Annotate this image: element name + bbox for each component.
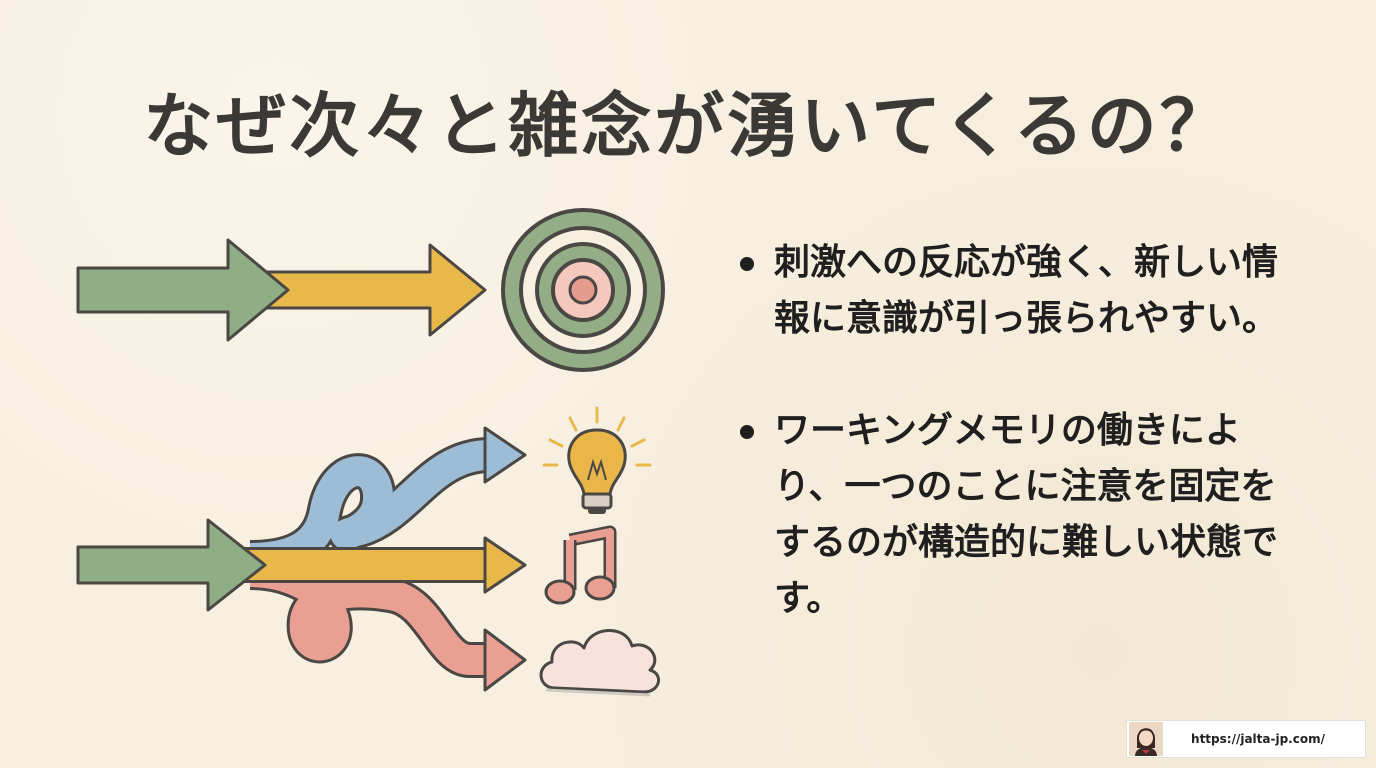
bullet-text: ワーキングメモリの働きにより、一つのことに注意を固定をするのが構造的に難しい状態… [774, 410, 1279, 619]
cloud-icon [539, 629, 660, 697]
footer-url-link[interactable]: https://jalta-jp.com/ [1191, 732, 1325, 746]
avatar-icon [1129, 722, 1164, 756]
target-icon [501, 208, 665, 372]
footer-badge[interactable]: https://jalta-jp.com/ [1126, 720, 1366, 758]
bullet-item: 刺激への反応が強く、新しい情報に意識が引っ張られやすい。 [740, 235, 1310, 347]
green-straight-arrow [76, 238, 290, 342]
blue-arrow-head [483, 426, 527, 484]
lightbulb-icon [542, 406, 652, 514]
illustration [60, 190, 680, 710]
music-note-icon [544, 525, 617, 605]
green-origin-arrow [76, 518, 267, 612]
yellow-arrow-head [483, 536, 527, 594]
distraction-illustration [76, 208, 665, 697]
bullet-text: 刺激への反応が強く、新しい情報に意識が引っ張られやすい。 [774, 242, 1279, 339]
pink-arrow-head [483, 628, 527, 692]
bullet-list: 刺激への反応が強く、新しい情報に意識が引っ張られやすい。 ワーキングメモリの働き… [740, 235, 1310, 683]
focus-arrows [76, 238, 487, 342]
wandering-arrows [76, 426, 527, 692]
bullet-item: ワーキングメモリの働きにより、一つのことに注意を固定をするのが構造的に難しい状態… [740, 403, 1310, 627]
bullet-dot [740, 425, 754, 439]
bullet-dot [740, 257, 754, 271]
page-title: なぜ次々と雑念が湧いてくるの？ [143, 85, 1233, 167]
yellow-straight-arrow [248, 243, 487, 337]
